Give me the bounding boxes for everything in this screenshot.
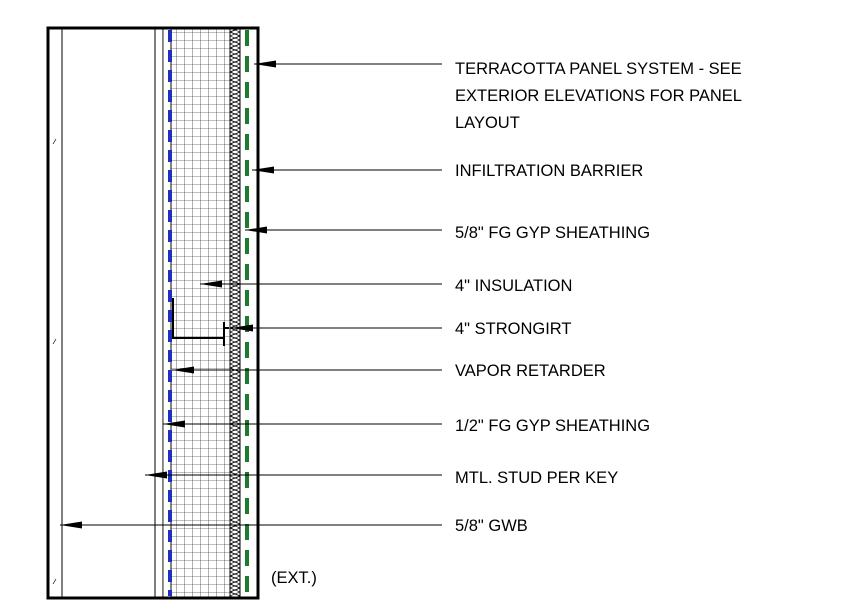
leader-arrow-gwb [60,521,82,529]
leader-arrow-fg-gyp-12 [163,420,185,428]
leader-arrow-infiltration [252,166,274,174]
leader-arrow-fg-gyp-58 [245,226,267,234]
five-eighths-sheathing-hatch [229,27,241,599]
gwb-tick-3 [52,578,57,585]
leader-arrow-terracotta [254,60,276,68]
label-terracotta-line2: EXTERIOR ELEVATIONS FOR PANEL [455,87,742,105]
callout-labels: TERRACOTTA PANEL SYSTEM - SEE EXTERIOR E… [271,60,742,587]
wall-frame [46,26,260,600]
leader-arrow-vapor [172,366,194,374]
label-half-inch-sheathing: 1/2" FG GYP SHEATHING [455,417,650,435]
gwb-tick-2 [52,338,57,345]
label-terracotta-line3: LAYOUT [455,114,520,132]
label-gwb: 5/8" GWB [455,517,528,535]
label-infiltration-barrier: INFILTRATION BARRIER [455,162,643,180]
label-vapor-retarder: VAPOR RETARDER [455,362,606,380]
label-metal-stud: MTL. STUD PER KEY [455,469,618,487]
insulation-hatch [170,27,231,599]
leader-arrow-insulation [200,280,222,288]
exterior-note: (EXT.) [271,569,317,587]
wall-assembly [46,26,260,600]
gwb-tick-1 [52,138,57,145]
leader-arrow-strongirt [231,324,253,332]
leader-arrow-stud [145,471,167,479]
label-strongirt: 4" STRONGIRT [455,320,571,338]
label-terracotta-line1: TERRACOTTA PANEL SYSTEM - SEE [455,60,742,78]
label-five-eighths-sheathing: 5/8" FG GYP SHEATHING [455,224,650,242]
label-insulation: 4" INSULATION [455,277,572,295]
leader-lines [60,60,442,529]
